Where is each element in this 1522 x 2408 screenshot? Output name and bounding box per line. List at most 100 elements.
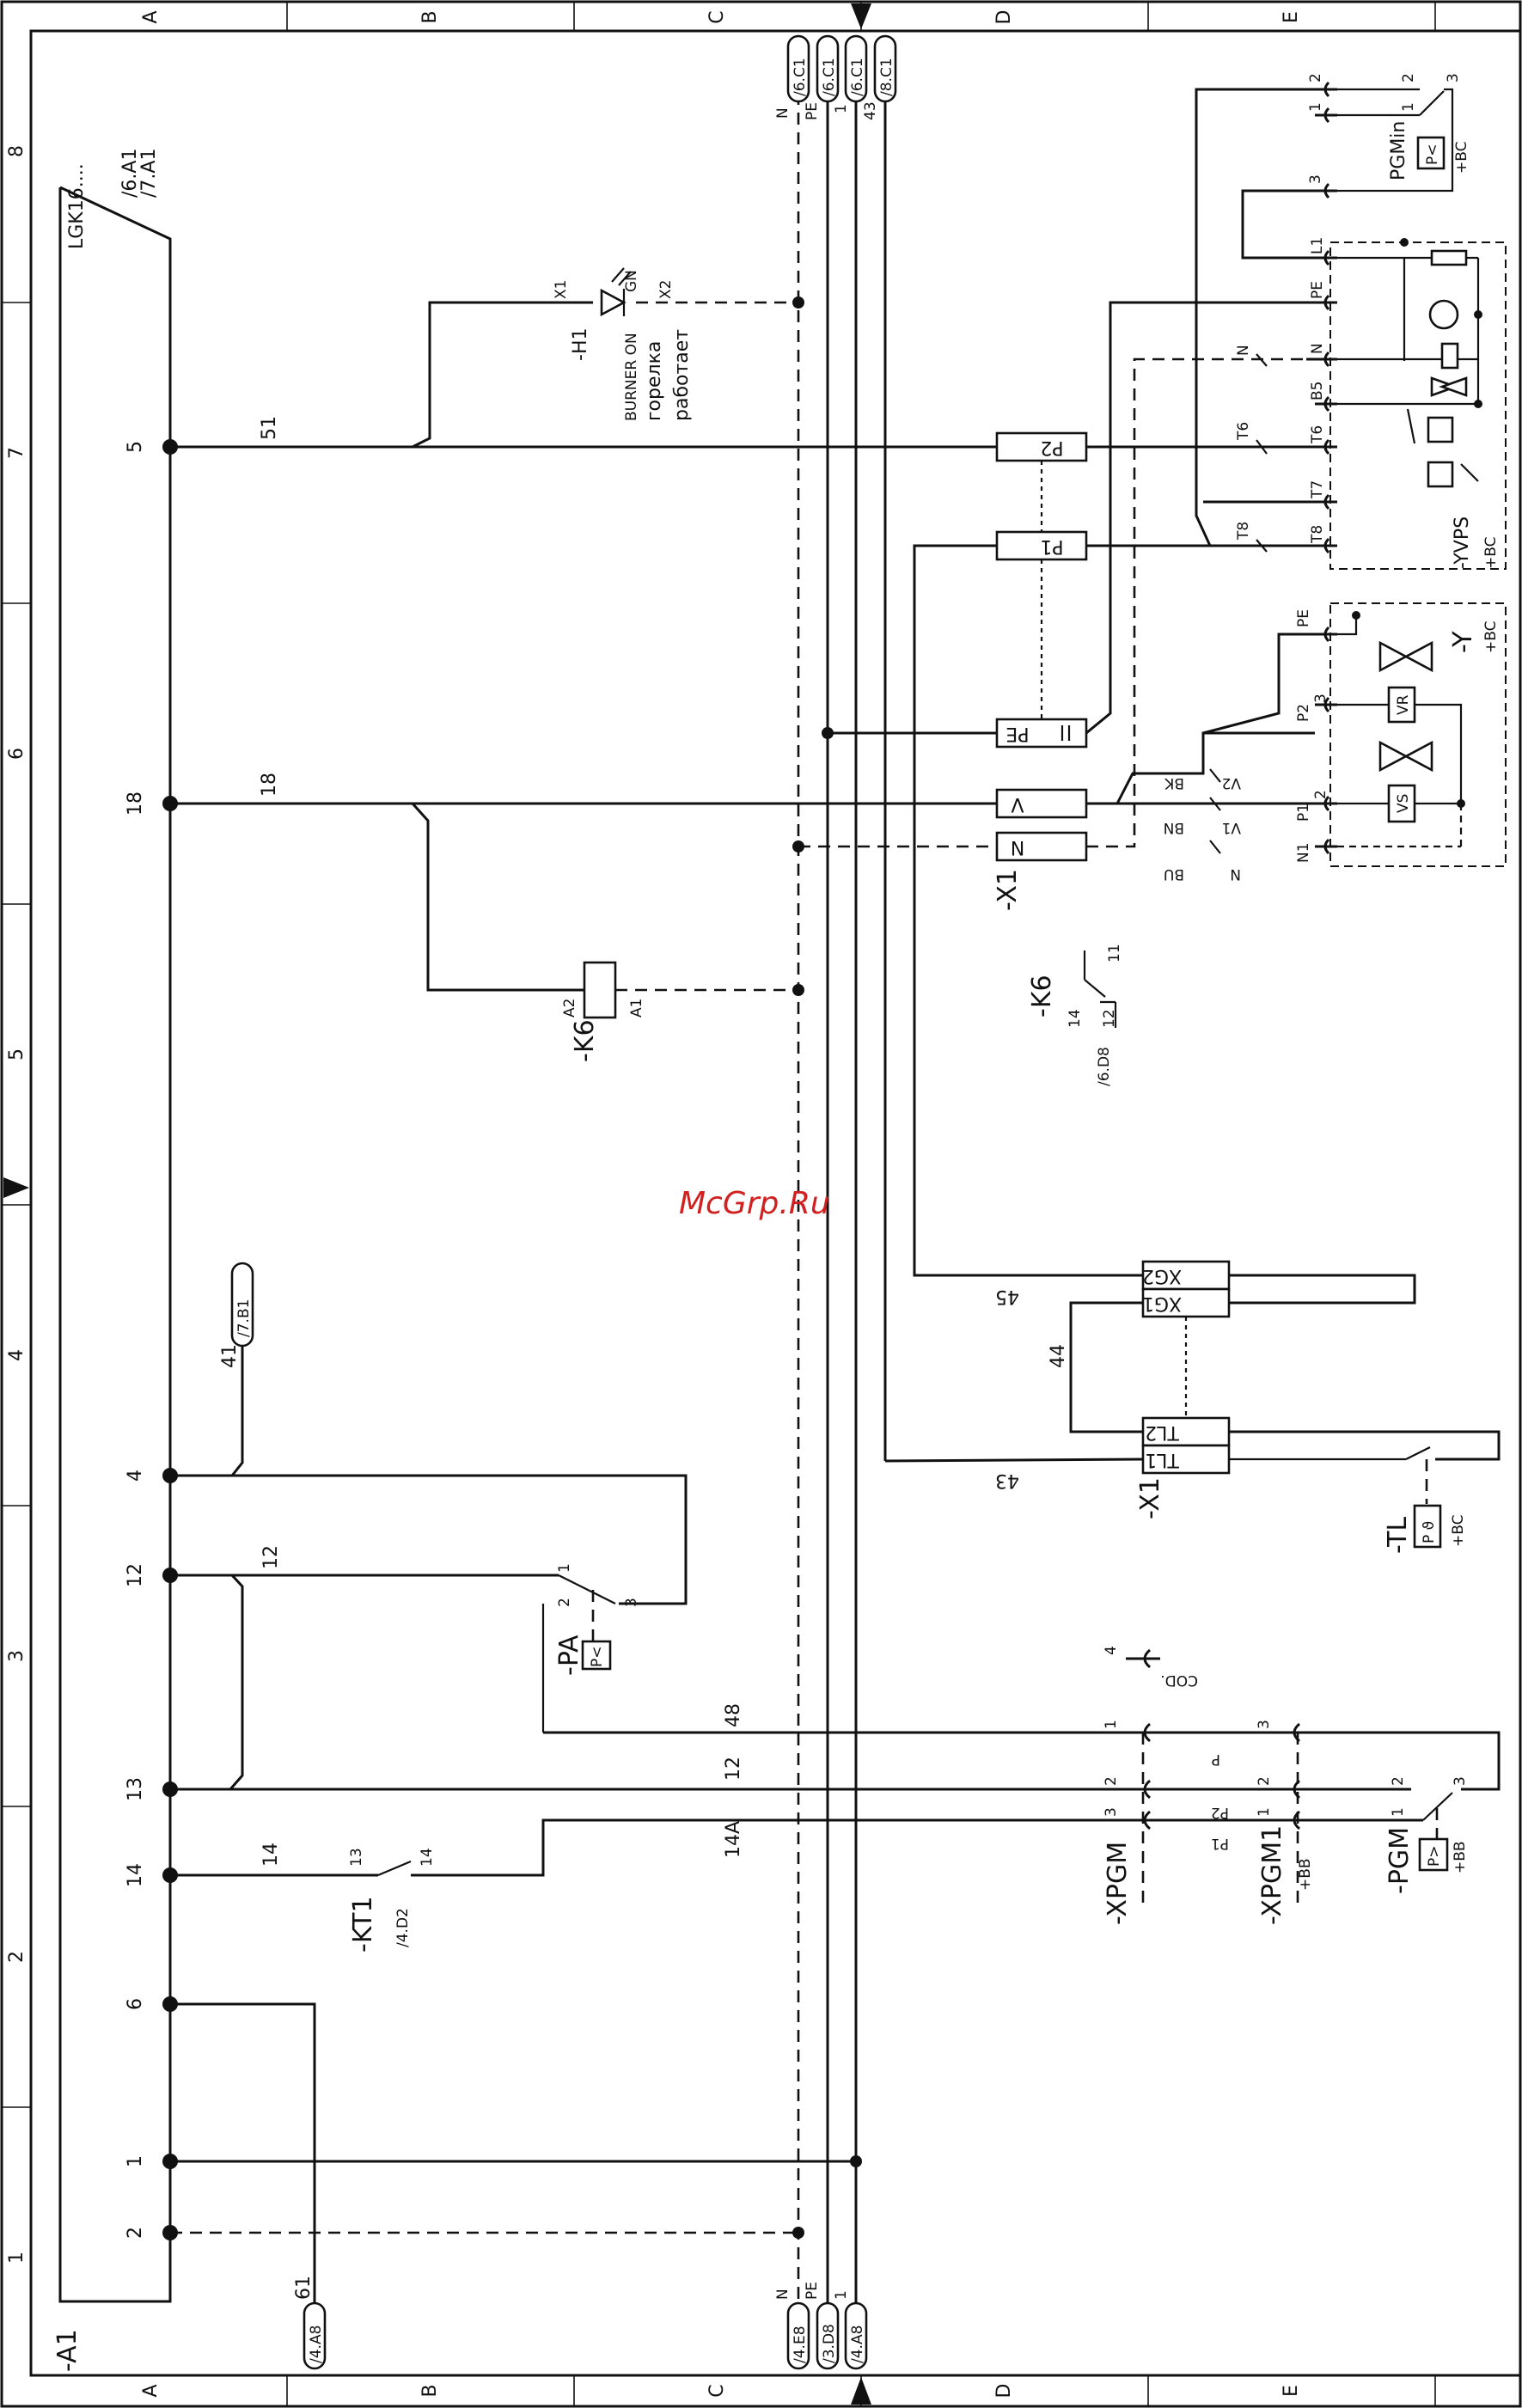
- pa-pin-1: 1: [556, 1563, 573, 1573]
- xpgm-pin-3: 3: [1103, 1807, 1120, 1817]
- pgmin-pin-1: 1: [1307, 102, 1324, 112]
- xpgm-pin-4: 4: [1103, 1646, 1120, 1655]
- pa-pin-3: 3: [623, 1598, 640, 1607]
- valve-y-pin2: 2: [1312, 790, 1329, 799]
- lamp-tag: -H1: [570, 328, 591, 361]
- row-label-3: 3: [6, 1650, 28, 1662]
- bottom-cross-refs: /4.E8 /3.D8 /4.A8 N PE 1: [774, 2282, 868, 2370]
- row-label-4: 4: [6, 1349, 28, 1361]
- relay-k6-a2: A2: [561, 999, 578, 1018]
- top-label-pe: PE: [804, 102, 821, 120]
- yvps-wire-n: N: [1235, 345, 1252, 356]
- contact-k6-11: 11: [1106, 944, 1123, 963]
- xpgm-cod: COD.: [1160, 1672, 1198, 1689]
- top-ref-pe: /6.C1: [821, 58, 838, 96]
- bottom-ref-1: /4.A8: [849, 2325, 866, 2363]
- yvps-pin-b5: B5: [1309, 382, 1326, 400]
- wire-51: 51: [170, 301, 997, 449]
- xpgm1-connector: 3 2 1 P P2 P1 -XPGM1 +BB: [1160, 1720, 1315, 1925]
- terminal-14: 14: [125, 1863, 146, 1887]
- pa-tag: -PA: [554, 1635, 584, 1676]
- contact-k6-ref: /6.D8: [1096, 1047, 1113, 1086]
- col-label-e-bottom: E: [1281, 2385, 1302, 2397]
- xpgm-tag: -XPGM: [1103, 1842, 1133, 1925]
- wire-label-51: 51: [259, 416, 280, 440]
- y-wire-bk: BK: [1164, 774, 1184, 791]
- wire-label-12b: 12: [723, 1757, 744, 1781]
- lamp-x1: X1: [553, 280, 570, 299]
- terminal-12: 12: [125, 1563, 146, 1587]
- lamp-x2: X2: [657, 280, 675, 299]
- xpgm1-pin-3: 3: [1256, 1720, 1273, 1729]
- kt1-ref: /4.D2: [394, 1908, 412, 1947]
- bottom-label-1: 1: [833, 2290, 850, 2300]
- col-label-c: C: [706, 10, 728, 23]
- contact-k6: -K6 11 14 12 /6.D8: [1027, 944, 1123, 1086]
- pa-sym: P<: [589, 1647, 606, 1668]
- bottom-label-n: N: [774, 2289, 792, 2300]
- kt1-pin-14: 14: [419, 1848, 436, 1867]
- pgmin-sub: +BC: [1453, 142, 1470, 174]
- top-cross-refs: /6.C1 /6.C1 /6.C1 /8.C1 N PE 1 43: [774, 34, 897, 120]
- lamp-text-1: BURNER ON: [623, 333, 640, 421]
- row-label-5: 5: [6, 1048, 28, 1060]
- valve-y-pe: PE: [1295, 609, 1312, 627]
- y-wire-v2: V2: [1222, 774, 1241, 791]
- valve-y-pin3: 3: [1312, 694, 1329, 703]
- controller-a1: LGK16.... /6.A1 /7.A1 -A1: [52, 149, 172, 2372]
- x1-lower-tag: -X1: [1135, 1477, 1165, 1519]
- x1-xg1: XG1: [1142, 1293, 1182, 1314]
- tl-sub: +BC: [1450, 1515, 1467, 1547]
- wire-18: 18: [170, 773, 997, 992]
- pgmin-pin-2: 2: [1307, 73, 1324, 83]
- pgmin-sym: P<: [1424, 144, 1441, 166]
- xpgm-pin-2: 2: [1103, 1776, 1120, 1786]
- controller-ref-1: /6.A1: [119, 149, 141, 198]
- pgm-tag: -PGM: [1384, 1827, 1415, 1894]
- x1-xg2: XG2: [1142, 1265, 1182, 1287]
- yvps-wire-t6: T6: [1235, 422, 1252, 441]
- pgm-sub: +BB: [1452, 1841, 1469, 1873]
- wire-41: /7.B1 41: [170, 1262, 688, 1605]
- valve-y-p1: P1: [1295, 804, 1312, 822]
- bottom-label-pe: PE: [804, 2282, 821, 2300]
- wire-label-12a: 12: [260, 1545, 282, 1569]
- relay-k6-tag: -K6: [570, 1019, 600, 1062]
- yvps-pin-t7: T7: [1309, 480, 1326, 499]
- col-label-b: B: [419, 10, 441, 23]
- terminal-6: 6: [125, 1998, 146, 2010]
- x1-v: V: [1011, 793, 1024, 815]
- valve-y-n1: N1: [1295, 842, 1312, 863]
- yvps-pin-pe: PE: [1309, 281, 1326, 299]
- yvps-pin-t6: T6: [1309, 425, 1326, 444]
- lamp-text-3: работает: [671, 329, 693, 421]
- kt1-pin-13: 13: [348, 1848, 365, 1867]
- wire-label-14a: 14A: [723, 1821, 744, 1858]
- wire-61: /4.A8 61: [170, 2002, 327, 2370]
- col-label-a-bottom: A: [140, 2384, 162, 2397]
- tl-tag: -TL: [1383, 1517, 1413, 1554]
- lamp-h1: -H1 X1 X2 GN BURNER ON горелка работает: [553, 267, 693, 421]
- controller-model: LGK16....: [66, 163, 88, 249]
- xpgm1-sub: +BB: [1297, 1858, 1314, 1891]
- wire-label-18: 18: [259, 773, 280, 797]
- pgmin-contact-2: 2: [1400, 73, 1417, 83]
- top-label-43: 43: [862, 101, 879, 120]
- pgmin-wiring: 2 1 3 1 2 3 P< PGMin +BC: [1195, 73, 1470, 547]
- controller-ref-2: /7.A1: [138, 149, 160, 198]
- yvps-pin-t8: T8: [1309, 525, 1326, 544]
- controller-tag: -A1: [52, 2329, 83, 2372]
- pgm-pin-2: 2: [1390, 1776, 1407, 1786]
- yvps-pin-l1: L1: [1309, 237, 1326, 254]
- tl-sym: P ϑ: [1421, 1521, 1438, 1543]
- x1-pe: PE: [1005, 723, 1029, 744]
- x1-tl1: TL1: [1145, 1449, 1180, 1470]
- xpgm1-label-p: P: [1212, 1751, 1220, 1768]
- pgmin-pin-3: 3: [1307, 174, 1324, 184]
- row-divisions: [2, 302, 31, 2108]
- xpgm1-label-p1: P1: [1211, 1835, 1229, 1852]
- yvps-pin-n: N: [1309, 343, 1326, 354]
- terminal-5: 5: [125, 441, 146, 453]
- ref-61: /4.A8: [308, 2325, 325, 2363]
